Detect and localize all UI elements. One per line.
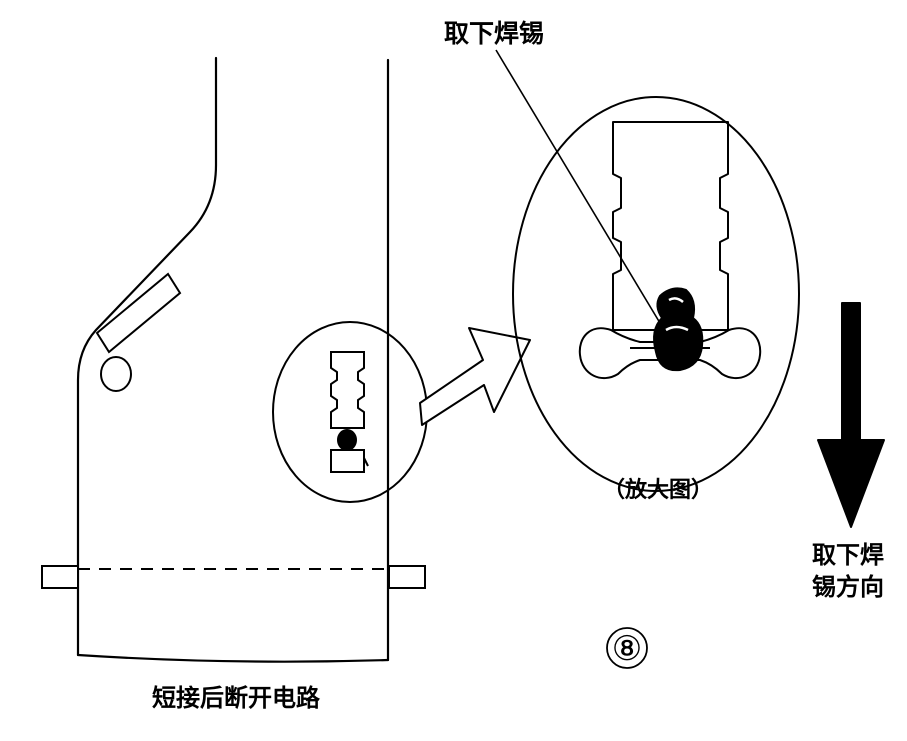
detail-circle bbox=[272, 321, 428, 503]
label-step-number: ⑧ bbox=[612, 629, 642, 669]
slot-and-hole bbox=[95, 272, 182, 392]
magnify-arrow bbox=[419, 327, 531, 426]
magnified-solder-blob bbox=[653, 287, 704, 372]
small-terminal-outline bbox=[330, 351, 365, 429]
label-direction-line1: 取下焊 bbox=[812, 541, 884, 569]
right-tab bbox=[388, 565, 426, 589]
small-terminal bbox=[330, 351, 369, 473]
direction-arrow-icon bbox=[817, 302, 885, 528]
component-bottom-edge bbox=[76, 653, 390, 663]
left-tab bbox=[41, 565, 79, 589]
small-pad bbox=[330, 449, 365, 473]
small-solder-blob bbox=[337, 429, 357, 451]
mounting-hole bbox=[100, 356, 132, 392]
label-remove-solder: 取下焊锡 bbox=[444, 19, 544, 48]
small-pad-tick bbox=[363, 457, 369, 467]
component-left-outline bbox=[76, 56, 218, 657]
label-caption: 短接后断开电路 bbox=[152, 684, 321, 712]
solder-highlight bbox=[665, 297, 689, 332]
magnified-view-ellipse bbox=[512, 96, 800, 492]
leader-line bbox=[495, 49, 661, 324]
step-number-circle bbox=[606, 627, 648, 669]
label-magnified-view: （放大图） bbox=[603, 477, 713, 503]
magnified-terminal bbox=[578, 121, 762, 380]
component-body bbox=[76, 56, 390, 663]
angled-slot bbox=[95, 272, 182, 354]
mounting-tabs bbox=[41, 565, 426, 589]
label-direction-line2: 锡方向 bbox=[812, 573, 884, 601]
